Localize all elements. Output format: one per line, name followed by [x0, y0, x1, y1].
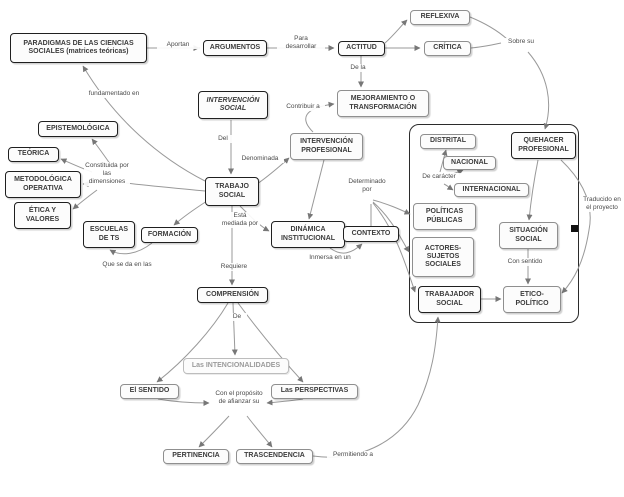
node-epistemologica: EPISTEMOLÓGICA [38, 121, 118, 137]
edge-label-fundamentado: fundamentado en [78, 90, 150, 98]
edge-label-del: Del [212, 135, 234, 143]
edge-dinamica-contexto [329, 243, 363, 254]
junction-square [571, 225, 578, 232]
edge-proposito-pertinencia [198, 415, 230, 448]
node-nacional: NACIONAL [443, 156, 496, 170]
node-mejoramiento: MEJORAMIENTO O TRANSFORMACIÓN [337, 90, 429, 117]
node-situacion-social: SITUACIÓN SOCIAL [499, 222, 558, 249]
edge-trabajosocial-dimensiones [125, 182, 206, 192]
node-etico-politico: ETICO-POLÍTICO [503, 286, 561, 313]
node-escuelas-ts: ESCUELAS DE TS [83, 221, 135, 248]
edge-trabajosocial-paradigmas [82, 65, 206, 182]
edge-intervencionprofesional-dinamica [307, 159, 325, 220]
edge-label-denominada: Denominada [236, 155, 284, 163]
node-distrital: DISTRITAL [420, 134, 476, 149]
node-quehacer-profesional: QUEHACER PROFESIONAL [511, 132, 576, 159]
edge-label-permitiendo: Permitiendo a [327, 451, 379, 459]
edge-label-con-sentido: Con sentido [503, 258, 547, 266]
node-reflexiva: REFLEXIVA [410, 10, 470, 25]
node-teorica: TEÓRICA [8, 147, 59, 162]
node-contexto: CONTEXTO [343, 226, 399, 242]
node-el-sentido: El SENTIDO [120, 384, 179, 399]
edge-comprension-intencionalidades [231, 302, 238, 356]
edge-comprension-perspectivas [237, 302, 304, 383]
edge-quehacer-situacion [526, 159, 539, 221]
edge-label-que-se-da: Que se da en las [96, 261, 158, 269]
node-metodologica: METODOLÓGICA OPERATIVA [5, 171, 81, 198]
node-intencionalidades: Las INTENCIONALIDADES [183, 358, 289, 374]
node-paradigmas: PARADIGMAS DE LAS CIENCIAS SOCIALES (mat… [10, 33, 147, 63]
edge-perspectivas-proposito [266, 398, 304, 406]
edge-label-proposito: Con el propósito de afianzar su [213, 390, 265, 406]
edge-decaracter-internacional [443, 183, 454, 191]
edge-label-de: De [227, 313, 247, 321]
node-intervencion-social: INTERVENCIÓN SOCIAL [198, 91, 268, 119]
edge-label-determinado: Determinado por [342, 178, 392, 194]
node-critica: CRÍTICA [424, 41, 471, 56]
edge-label-inmersa: Inmersa en un [303, 254, 357, 262]
node-internacional: INTERNACIONAL [454, 183, 529, 197]
edge-label-de-caracter: De carácter [416, 173, 462, 181]
edge-label-traducido: Traducido en el proyecto [580, 196, 624, 212]
edge-formacion-escuelas [109, 242, 153, 256]
node-formacion: FORMACIÓN [141, 227, 198, 243]
node-dinamica: DINÁMICA INSTITUCIONAL [271, 221, 345, 248]
edge-reflexiva-sobresu [469, 16, 508, 40]
edge-label-constituida: Constituida por las dimensiones [84, 162, 130, 186]
node-las-perspectivas: Las PERSPECTIVAS [271, 384, 358, 399]
edge-sobresu-quehacer [527, 51, 550, 130]
node-etica-valores: ÉTICA Y VALORES [14, 202, 71, 229]
edge-intervencionprofesional-mejoramiento [305, 101, 335, 133]
node-trabajador-social: TRABAJADOR SOCIAL [418, 286, 481, 313]
edge-label-requiere: Requiere [215, 263, 253, 271]
node-intervencion-profesional: INTERVENCIÓN PROFESIONAL [290, 133, 363, 160]
edge-trabajosocial-intervencionprofesional [256, 157, 290, 185]
edge-determinado-trabajador [372, 202, 417, 293]
edge-sentido-proposito [157, 398, 210, 406]
edge-determinado-politicas [372, 199, 411, 215]
edge-critica-sobresu [470, 42, 502, 49]
node-comprension: COMPRENSIÓN [197, 287, 268, 303]
edge-label-contribuir: Contribuir a [281, 103, 325, 111]
node-trabajo-social: TRABAJO SOCIAL [205, 177, 259, 206]
edge-label-aportan: Aportan [157, 41, 199, 49]
edge-proposito-trascendencia [246, 415, 273, 448]
edge-actitud-reflexiva [384, 19, 408, 44]
node-actores-sujetos: ACTORES-SUJETOS SOCIALES [412, 237, 474, 277]
node-actitud: ACTITUD [338, 41, 385, 56]
node-politicas-publicas: POLÍTICAS PÚBLICAS [413, 203, 476, 230]
edge-trabajosocial-formacion [173, 200, 208, 226]
edge-comprension-sentido [156, 302, 229, 383]
edge-label-esta-mediada: Está mediada por [220, 212, 260, 228]
edge-label-para-desarrollar: Para desarrollar [277, 35, 325, 51]
node-argumentos: ARGUMENTOS [203, 40, 267, 56]
node-trascendencia: TRASCENDENCIA [236, 449, 313, 464]
edge-label-sobre-su: Sobre su [502, 38, 540, 46]
node-pertinencia: PERTINENCIA [163, 449, 229, 464]
edge-label-de-la: De la [343, 64, 373, 72]
context-panel [409, 124, 579, 323]
edge-quehacer-etico-traducido [560, 159, 591, 294]
edge-dimensiones-etica [72, 189, 98, 210]
